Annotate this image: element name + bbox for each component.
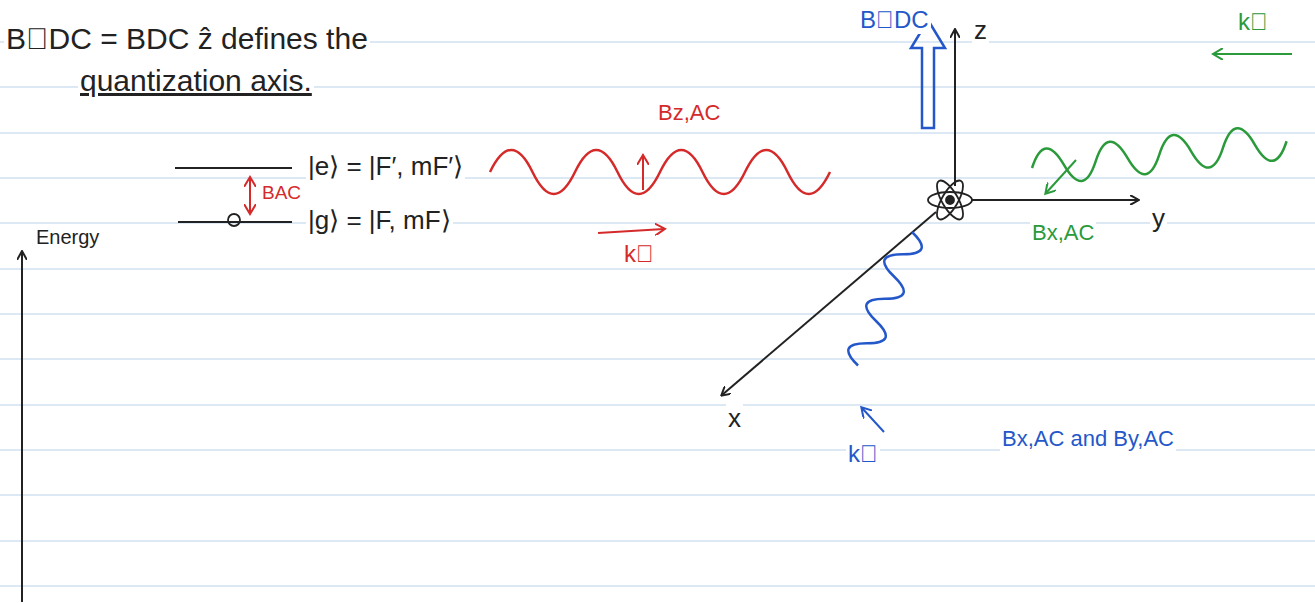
transition-arrow xyxy=(249,178,251,213)
y-axis xyxy=(972,199,1138,201)
z-axis xyxy=(954,30,956,186)
axis-name: Energy xyxy=(34,226,101,249)
red-k-arrow xyxy=(598,229,664,233)
ground-level xyxy=(178,221,292,223)
axis-name: x xyxy=(726,404,743,434)
axis-note: B⃗DC = BDC ẑ defines the xyxy=(4,22,370,57)
axis-note-underlined: quantization axis. xyxy=(78,64,314,99)
field-name: Bx,AC xyxy=(1030,220,1096,245)
wavevector-name: k⃗ xyxy=(1236,8,1270,36)
green-k-arrow xyxy=(1214,53,1292,55)
green-field-arrow xyxy=(1046,160,1076,193)
excited-level xyxy=(175,167,292,169)
red-field-arrow xyxy=(642,156,644,190)
wavevector-name: k⃗ xyxy=(622,240,656,268)
axis-name: y xyxy=(1150,204,1167,234)
field-name: B⃗DC xyxy=(858,6,931,34)
blue-wave xyxy=(844,226,926,371)
energy-axis xyxy=(21,252,23,602)
red-wave xyxy=(490,150,830,194)
bdc-arrow xyxy=(911,20,945,128)
axis-name: z xyxy=(972,16,989,46)
atom-symbol xyxy=(928,177,972,223)
state-label: |e⟩ = |F′, mF′⟩ xyxy=(306,152,465,182)
state-label: |g⟩ = |F, mF⟩ xyxy=(306,206,453,236)
field-name: Bx,AC and By,AC xyxy=(1000,426,1176,451)
transition-label: BAC xyxy=(260,182,303,204)
population-dot xyxy=(228,214,240,226)
blue-k-arrow xyxy=(862,408,884,432)
x-axis xyxy=(722,212,936,395)
field-name: Bz,AC xyxy=(656,100,722,125)
wavevector-name: k⃗ xyxy=(846,440,880,468)
green-wave xyxy=(1030,123,1288,186)
ruled-lines xyxy=(0,42,1315,586)
